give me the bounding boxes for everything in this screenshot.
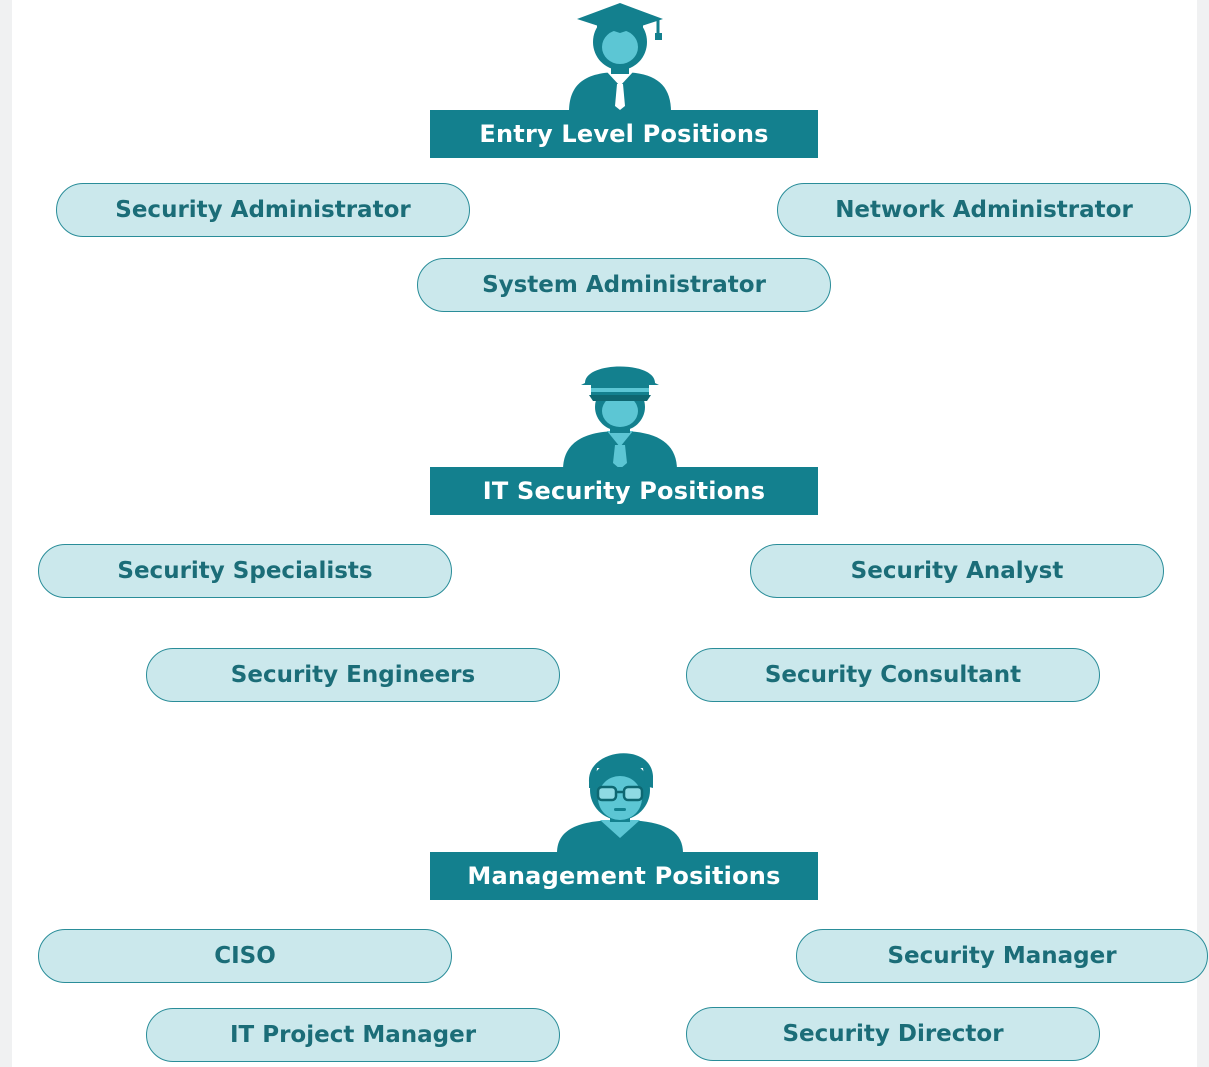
role-security-manager: Security Manager bbox=[796, 929, 1208, 983]
role-it-project-manager: IT Project Manager bbox=[146, 1008, 560, 1062]
role-security-analyst: Security Analyst bbox=[750, 544, 1164, 598]
right-margin-strip bbox=[1197, 0, 1209, 1067]
graduate-icon bbox=[555, 2, 685, 112]
role-security-specialists: Security Specialists bbox=[38, 544, 452, 598]
role-security-consultant: Security Consultant bbox=[686, 648, 1100, 702]
role-security-administrator: Security Administrator bbox=[56, 183, 470, 237]
section-header-management: Management Positions bbox=[430, 852, 818, 900]
role-network-administrator: Network Administrator bbox=[777, 183, 1191, 237]
manager-icon bbox=[555, 738, 685, 853]
security-officer-icon bbox=[555, 355, 685, 470]
role-ciso: CISO bbox=[38, 929, 452, 983]
role-system-administrator: System Administrator bbox=[417, 258, 831, 312]
role-security-director: Security Director bbox=[686, 1007, 1100, 1061]
role-security-engineers: Security Engineers bbox=[146, 648, 560, 702]
left-margin-strip bbox=[0, 0, 12, 1067]
section-header-it-security: IT Security Positions bbox=[430, 467, 818, 515]
section-header-entry-level: Entry Level Positions bbox=[430, 110, 818, 158]
